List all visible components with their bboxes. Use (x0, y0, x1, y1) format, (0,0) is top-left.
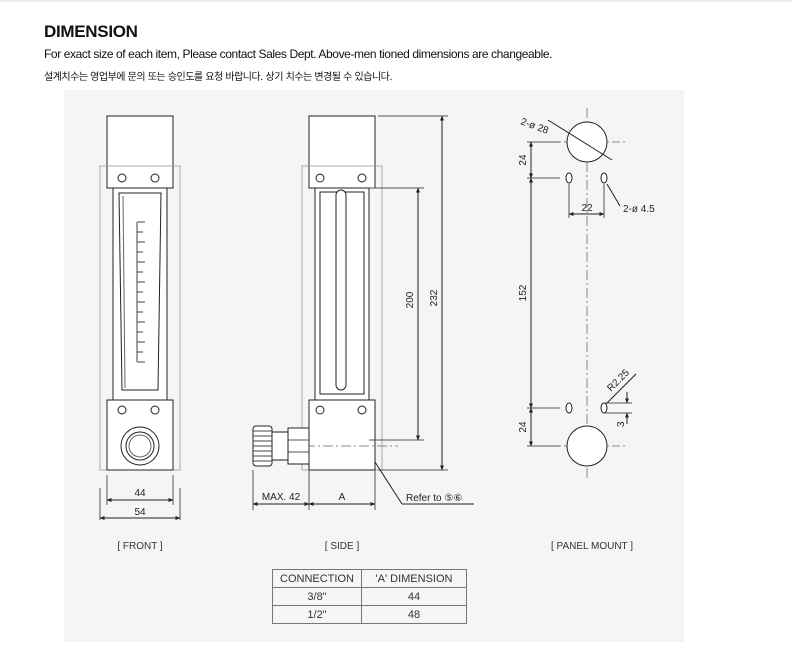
panel-label-large-holes: 2-ø 28 (519, 116, 550, 136)
front-scale-ticks (136, 221, 145, 363)
subtitle-korean: 설계치수는 영업부에 문의 또는 승인도를 요청 바랍니다. 상기 치수는 변경… (44, 72, 393, 83)
side-float-tube (335, 189, 347, 391)
panel-hole-small-bottom-left (565, 402, 573, 414)
panel-leader-large (547, 119, 613, 161)
table-row: 3/8" 44 (272, 587, 467, 606)
panel-hole-small-top-right (600, 172, 608, 184)
panel-mount-view (527, 108, 637, 480)
panel-dim-3: 3 (616, 421, 627, 427)
table-cell-a-dimension: 44 (361, 587, 467, 606)
table-cell-connection: 3/8" (272, 587, 362, 606)
table-header-a-dimension: 'A' DIMENSION (361, 569, 467, 588)
side-screw-top-right (357, 173, 367, 183)
panel-dim-24-bottom: 24 (518, 421, 529, 433)
table-row: 1/2" 48 (272, 605, 467, 624)
front-tube (118, 192, 162, 391)
table-header-connection: CONNECTION (272, 569, 362, 588)
panel-dim-152: 152 (518, 284, 529, 301)
front-top-cap (106, 115, 174, 189)
side-view (252, 115, 474, 510)
page-title: DIMENSION (44, 22, 138, 41)
side-dim-a: A (339, 492, 346, 503)
panel-leader-small (606, 183, 621, 207)
side-knob-knurl (253, 430, 272, 462)
front-view (99, 115, 181, 520)
panel-hole-large-bottom (566, 425, 608, 467)
front-screw-bottom-left (117, 405, 127, 415)
side-top-cap (308, 115, 376, 189)
side-screw-top-left (315, 173, 325, 183)
side-dim-200: 200 (405, 291, 416, 308)
table-cell-a-dimension: 48 (361, 605, 467, 624)
top-border (0, 0, 792, 2)
side-dim-232: 232 (429, 289, 440, 306)
panel-leader-radius (605, 373, 637, 405)
front-screw-top-right (150, 173, 160, 183)
side-refer-leader (374, 461, 403, 505)
panel-hole-large-top (566, 121, 608, 163)
table-cell-connection: 1/2" (272, 605, 362, 624)
front-caption: [ FRONT ] (117, 541, 163, 552)
front-port-thread (128, 434, 152, 458)
panel-dim-radius: R2.25 (605, 367, 632, 394)
front-dim-44: 44 (134, 488, 146, 499)
panel-label-small-holes: 2-ø 4.5 (623, 204, 655, 215)
front-screw-top-left (117, 173, 127, 183)
panel-caption: [ PANEL MOUNT ] (551, 541, 633, 552)
panel-hole-small-top-left (565, 172, 573, 184)
panel-dim-22: 22 (581, 203, 593, 214)
connection-table: CONNECTION 'A' DIMENSION 3/8" 44 1/2" 48 (272, 569, 467, 624)
front-tube-edge (122, 195, 126, 389)
front-dim-54: 54 (134, 507, 146, 518)
front-body (112, 187, 168, 401)
side-caption: [ SIDE ] (325, 541, 360, 552)
side-dim-max42: MAX. 42 (262, 492, 301, 503)
side-valve-body (287, 427, 310, 465)
side-bottom-block (308, 399, 376, 471)
side-screw-bottom-left (315, 405, 325, 415)
table-header-row: CONNECTION 'A' DIMENSION (272, 569, 467, 588)
front-port-inner (125, 431, 155, 461)
panel-dim-24-top: 24 (518, 154, 529, 166)
side-refer-note: Refer to ⑤⑥ (406, 493, 462, 504)
side-valve-stem (271, 431, 289, 461)
front-screw-bottom-right (150, 405, 160, 415)
side-screw-bottom-right (357, 405, 367, 415)
panel-hole-small-bottom-right (600, 402, 608, 414)
front-port-outer (120, 426, 160, 466)
subtitle-english: For exact size of each item, Please cont… (44, 47, 553, 61)
